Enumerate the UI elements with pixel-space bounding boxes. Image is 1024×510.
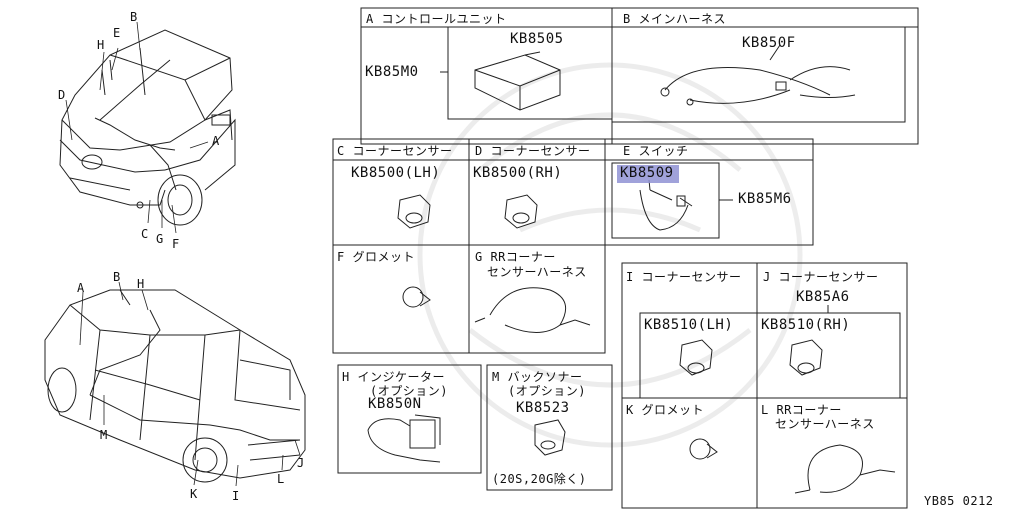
highlight-marker [617, 165, 679, 183]
section-d-title: D コーナーセンサー [475, 144, 591, 158]
car-label-d[interactable]: D [58, 88, 66, 102]
car-label-l-rear[interactable]: M [100, 428, 108, 442]
section-m-title-line1: M バックソナー [492, 370, 583, 384]
section-c-title: C コーナーセンサー [337, 144, 453, 158]
section-frames [332, 7, 919, 509]
section-j-title: J コーナーセンサー [763, 270, 879, 284]
section-g-title-line2: センサーハーネス [487, 265, 587, 279]
car-label-g[interactable]: G [156, 232, 164, 246]
section-b-title: B メインハーネス [623, 12, 726, 26]
section-k-title: K グロメット [626, 403, 704, 417]
car-label-m-rear[interactable]: L [277, 472, 285, 486]
section-m-note: (20S,20G除く) [492, 472, 587, 486]
assembly-code-kb85a6[interactable]: KB85A6 [796, 289, 850, 305]
assembly-code-kb85m0[interactable]: KB85M0 [365, 64, 419, 80]
car-label-c[interactable]: C [141, 227, 149, 241]
part-sketches [367, 44, 896, 494]
car-label-k-rear[interactable]: K [190, 487, 198, 501]
section-e-title: E スイッチ [623, 144, 689, 158]
part-code-kb850f[interactable]: KB850F [742, 35, 796, 51]
part-code-kb8509[interactable]: KB8509 [620, 165, 674, 181]
part-code-kb8523[interactable]: KB8523 [516, 400, 570, 416]
car-label-j-rear[interactable]: J [297, 456, 305, 470]
assembly-code-kb85m6[interactable]: KB85M6 [738, 191, 792, 207]
part-code-kb8500-rh[interactable]: KB8500(RH) [473, 165, 563, 181]
car-label-h[interactable]: H [97, 38, 105, 52]
section-g-title-line1: G RRコーナー [475, 250, 556, 264]
section-h-title-line1: H インジケーター [342, 370, 445, 384]
section-i-title: I コーナーセンサー [626, 270, 742, 284]
car-label-e[interactable]: E [113, 26, 121, 40]
car-label-b[interactable]: B [130, 10, 138, 24]
car-label-i-rear[interactable]: I [232, 489, 240, 503]
part-code-kb8510-rh[interactable]: KB8510(RH) [761, 317, 851, 333]
part-code-kb8505[interactable]: KB8505 [510, 31, 564, 47]
car-leader-lines [65, 21, 301, 487]
rear-vehicle-drawing [44, 289, 306, 483]
car-label-a-rear[interactable]: A [77, 281, 85, 295]
section-h-title-line2: (オプション) [370, 384, 448, 398]
car-label-h-rear[interactable]: H [137, 277, 145, 291]
section-l-title-line1: L RRコーナー [761, 403, 842, 417]
car-label-f[interactable]: F [172, 237, 180, 251]
part-code-kb850n[interactable]: KB850N [368, 396, 422, 412]
front-vehicle-drawing [59, 29, 236, 226]
car-label-b-rear[interactable]: B [113, 270, 121, 284]
section-l-title-line2: センサーハーネス [775, 417, 875, 431]
section-a-title: A コントロールユニット [366, 12, 507, 26]
section-m-title-line2: (オプション) [508, 384, 586, 398]
diagram-id: YB85 0212 [924, 494, 994, 508]
part-code-kb8500-lh[interactable]: KB8500(LH) [351, 165, 441, 181]
car-label-a[interactable]: A [212, 134, 220, 148]
part-code-kb8510-lh[interactable]: KB8510(LH) [644, 317, 734, 333]
section-f-title: F グロメット [337, 250, 415, 264]
